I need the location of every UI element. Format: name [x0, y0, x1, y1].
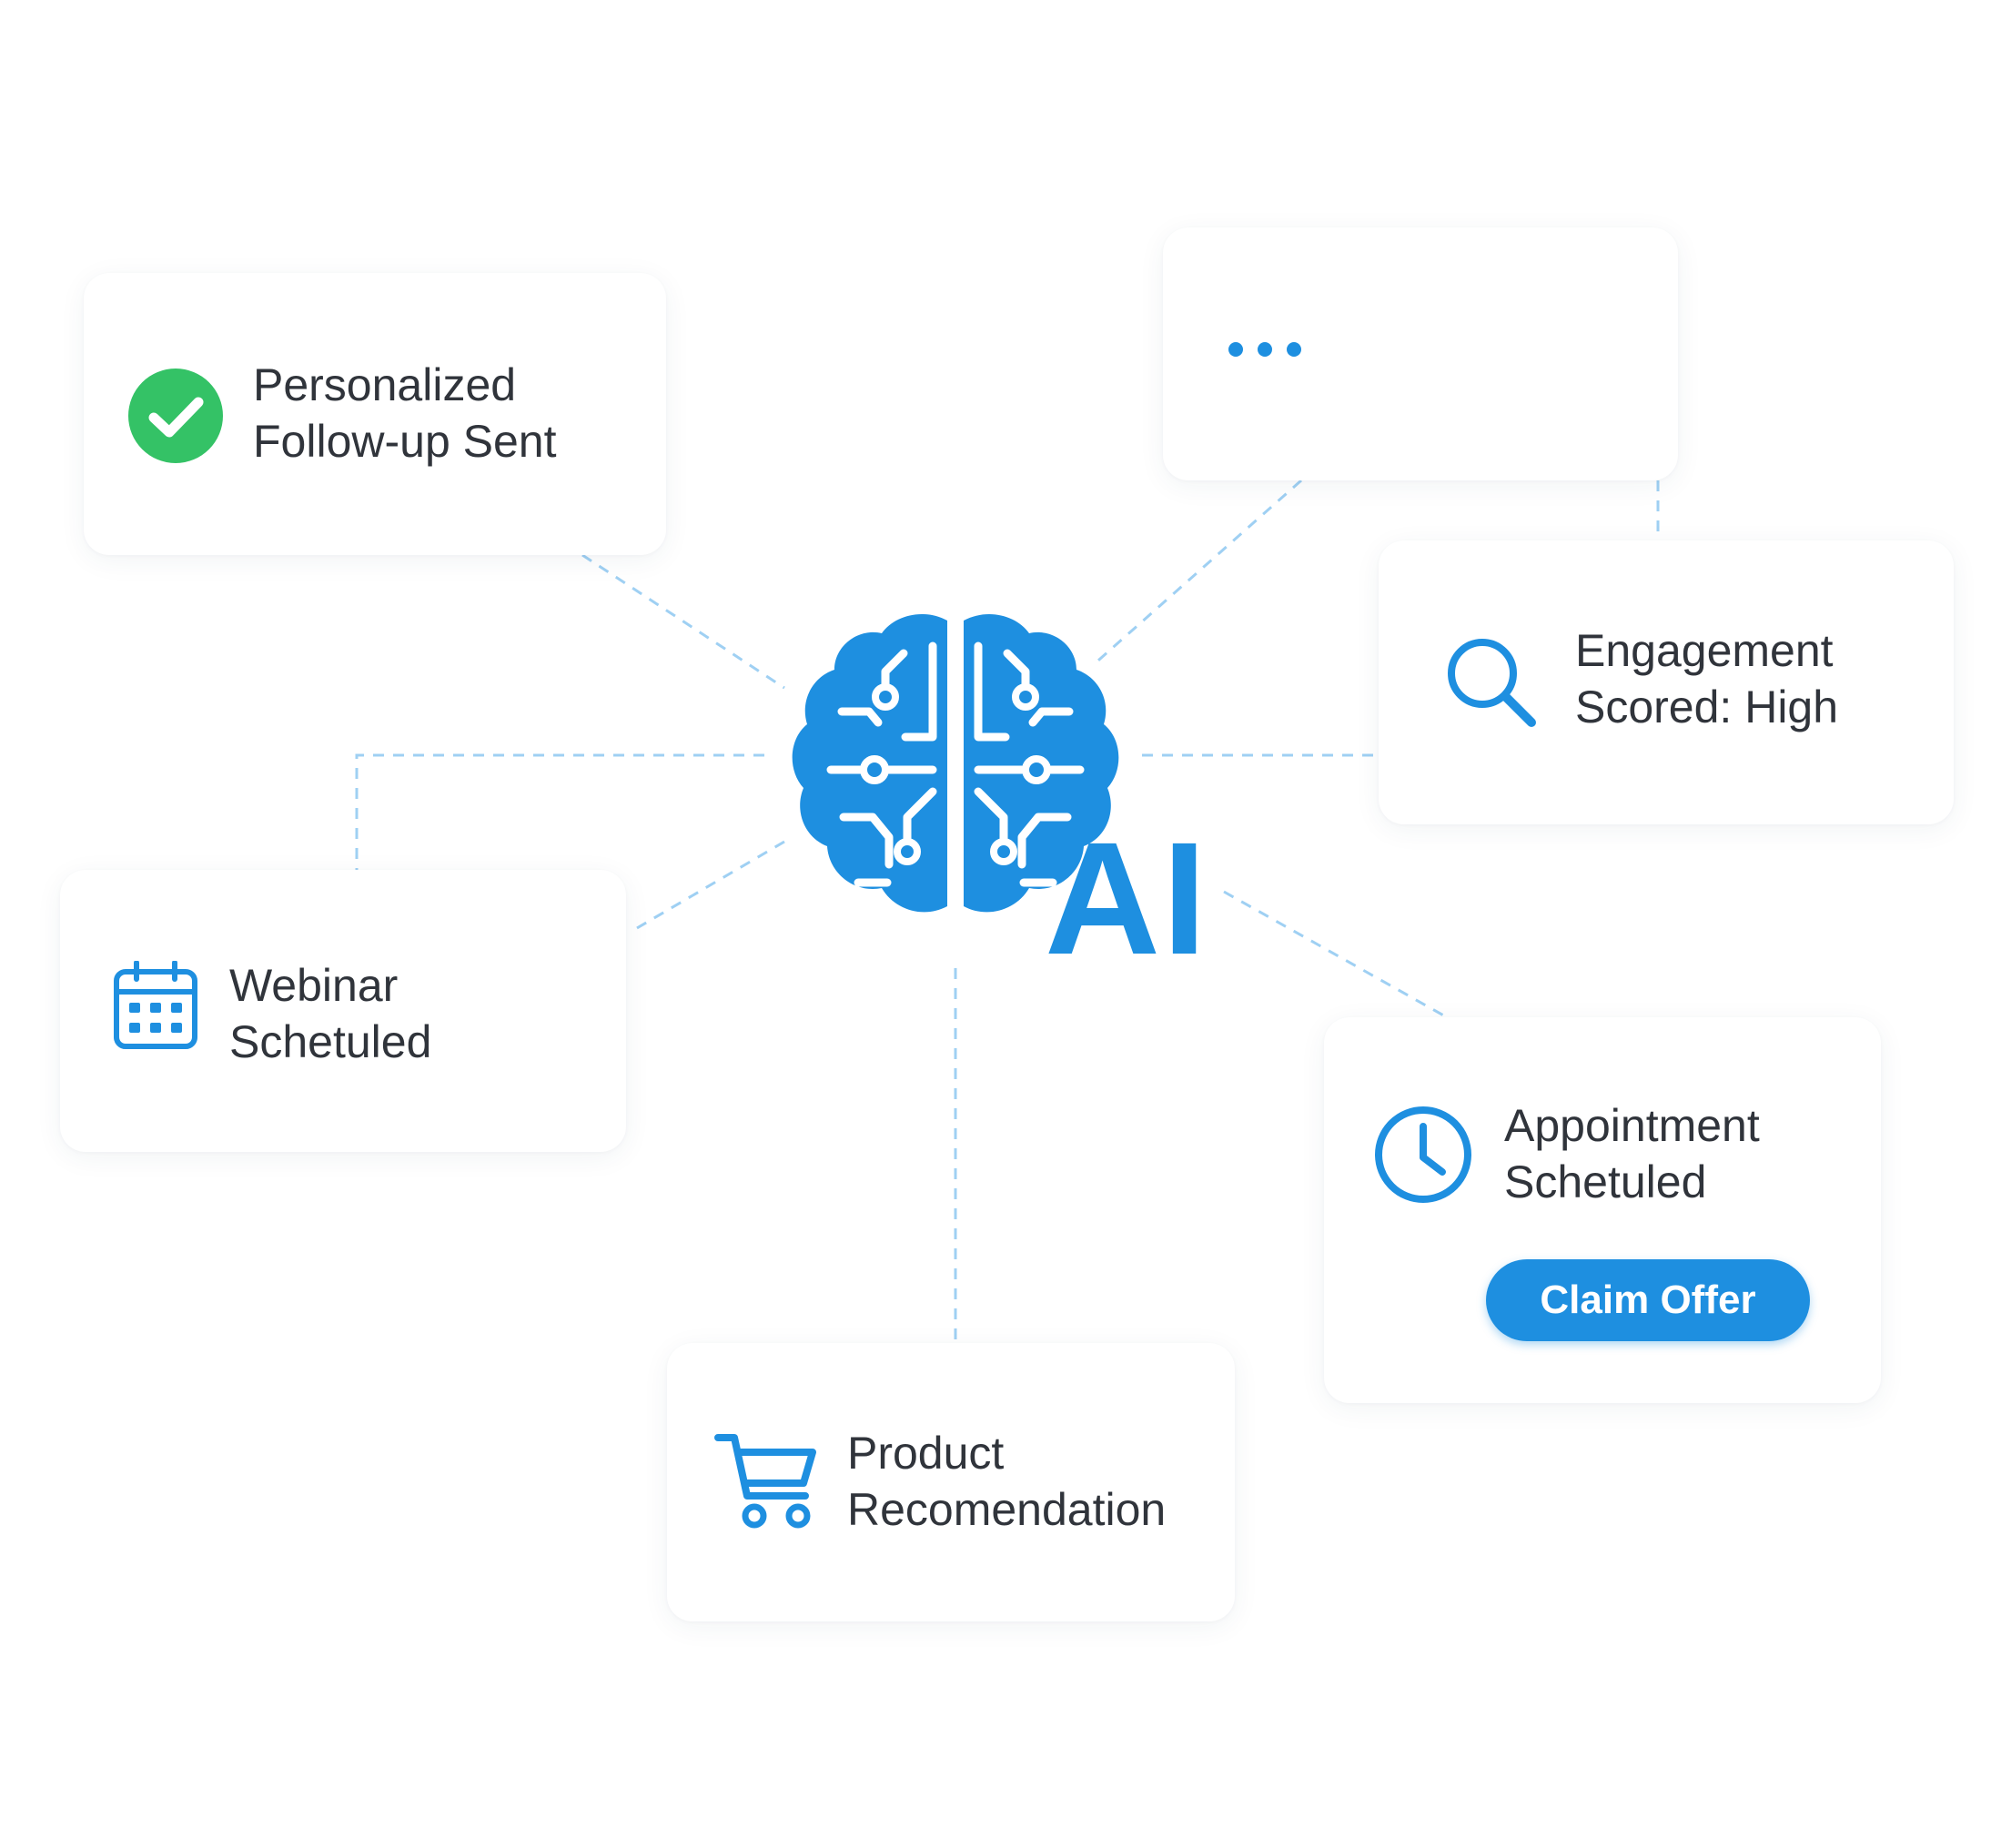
shopping-cart-icon — [714, 1434, 816, 1529]
followup-card: Personalized Follow-up Sent — [84, 273, 666, 555]
appointment-line-1: Appointment — [1504, 1100, 1760, 1151]
connector-typing — [1091, 479, 1302, 668]
engagement-line-1: Engagement — [1575, 625, 1834, 676]
connector-webinar — [636, 840, 785, 930]
calendar-icon — [114, 961, 197, 1049]
appointment-label: Appointment Schetuled — [1504, 1097, 1760, 1210]
followup-line-2: Follow-up Sent — [253, 416, 557, 467]
product-card: Product Recomendation — [667, 1343, 1235, 1621]
webinar-label: Webinar Schetuled — [229, 957, 431, 1070]
product-line-2: Recomendation — [847, 1484, 1167, 1535]
clock-icon — [1375, 1106, 1471, 1203]
engagement-label: Engagement Scored: High — [1575, 622, 1838, 735]
appointment-card: Appointment Schetuled Claim Offer — [1324, 1017, 1881, 1403]
webinar-line-2: Schetuled — [229, 1016, 432, 1067]
claim-offer-button[interactable]: Claim Offer — [1486, 1259, 1810, 1341]
engagement-card: Engagement Scored: High — [1379, 540, 1954, 824]
connector-followup — [581, 553, 785, 690]
typing-dots-icon — [1228, 342, 1301, 357]
ai-label: AI — [1045, 810, 1208, 988]
product-line-1: Product — [847, 1428, 1005, 1479]
typing-card — [1163, 227, 1678, 480]
webinar-line-1: Webinar — [229, 960, 399, 1011]
appointment-line-2: Schetuled — [1504, 1156, 1707, 1207]
brain-circuit-icon — [792, 613, 1119, 913]
engagement-line-2: Scored: High — [1575, 682, 1839, 732]
webinar-card: Webinar Schetuled — [60, 870, 626, 1152]
check-circle-icon — [128, 369, 223, 463]
followup-label: Personalized Follow-up Sent — [253, 357, 557, 470]
followup-line-1: Personalized — [253, 359, 517, 410]
search-icon — [1448, 639, 1536, 727]
connector-appointment — [1223, 890, 1448, 1019]
product-label: Product Recomendation — [847, 1425, 1166, 1538]
connector-webinar-top — [355, 753, 764, 870]
